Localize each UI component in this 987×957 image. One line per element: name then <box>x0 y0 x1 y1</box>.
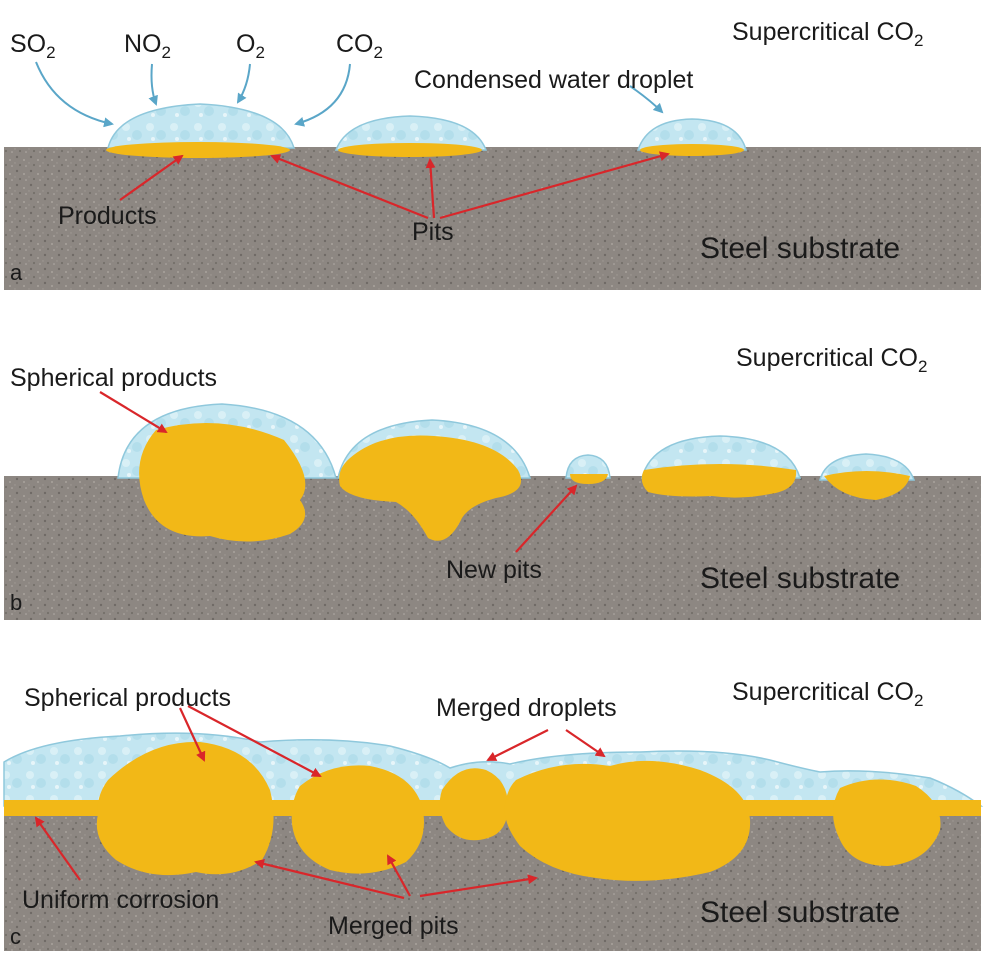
new-pits-arrow <box>515 484 578 553</box>
gas-arrow <box>236 63 251 104</box>
uniform-corrosion-arrow <box>34 816 81 881</box>
droplet-label: Condensed water droplet <box>414 66 693 94</box>
new-pits-label: New pits <box>446 556 542 584</box>
merged-pits-arrow <box>387 854 411 897</box>
panel-letter: b <box>10 590 22 615</box>
spherical-product <box>504 760 751 881</box>
water-droplet <box>636 118 747 151</box>
spherical-product <box>139 422 306 542</box>
products-arrow <box>179 707 206 762</box>
products-arrow <box>187 705 322 777</box>
panel-letter: a <box>10 260 23 285</box>
products-label: Spherical products <box>24 684 231 712</box>
spherical-product <box>641 464 797 498</box>
spherical-product <box>570 474 608 484</box>
corrosion-product <box>640 144 744 156</box>
pits-label: Pits <box>412 218 454 246</box>
gas-arrow <box>294 63 351 127</box>
substrate-label: Steel substrate <box>700 232 900 265</box>
pits-arrow <box>425 158 436 219</box>
droplet-label-arrow <box>629 85 664 114</box>
products-label: Products <box>58 202 157 230</box>
uniform-corrosion-label: Uniform corrosion <box>22 886 219 914</box>
products-arrow <box>99 391 168 434</box>
environment-label: Supercritical CO2 <box>732 18 923 50</box>
spherical-product <box>824 471 910 500</box>
merged-pits-arrow <box>419 874 538 898</box>
steel-substrate-a <box>4 147 981 290</box>
merged-droplets-arrow <box>565 729 606 758</box>
spherical-product <box>833 779 941 866</box>
environment-label: Supercritical CO2 <box>732 678 923 710</box>
water-droplet <box>565 454 611 479</box>
products-arrow <box>119 154 184 201</box>
panel-c: Supercritical CO2 Spherical products Mer… <box>3 678 984 951</box>
substrate-label: Steel substrate <box>700 896 900 929</box>
corrosion-product <box>338 143 482 157</box>
substrate-label: Steel substrate <box>700 562 900 595</box>
merged-pits-label: Merged pits <box>328 912 459 940</box>
merged-droplets-arrow <box>486 729 549 761</box>
panel-a: SO2 NO2 O2 CO2 Supercritical CO2 Condens… <box>4 18 981 290</box>
gas-arrow <box>35 61 114 128</box>
spherical-product <box>291 765 424 874</box>
gas-label-o2: O2 <box>236 30 265 62</box>
merged-droplets-label: Merged droplets <box>436 694 617 722</box>
pits-arrow <box>270 154 429 220</box>
pits-arrow <box>439 151 670 220</box>
spherical-product <box>339 435 522 541</box>
panel-b: Supercritical CO2 Spherical products New… <box>4 344 981 620</box>
spherical-product <box>96 741 274 876</box>
gas-arrow <box>148 63 158 106</box>
merged-pits-arrow <box>254 859 405 900</box>
water-droplet <box>334 115 488 151</box>
gas-label-no2: NO2 <box>124 30 171 62</box>
panel-letter: c <box>10 924 21 949</box>
products-label: Spherical products <box>10 364 217 392</box>
gas-label-so2: SO2 <box>10 30 56 62</box>
water-droplet <box>107 103 296 149</box>
gas-label-co2: CO2 <box>336 30 383 62</box>
corrosion-product <box>106 142 290 158</box>
spherical-product <box>439 768 508 841</box>
environment-label: Supercritical CO2 <box>736 344 927 376</box>
